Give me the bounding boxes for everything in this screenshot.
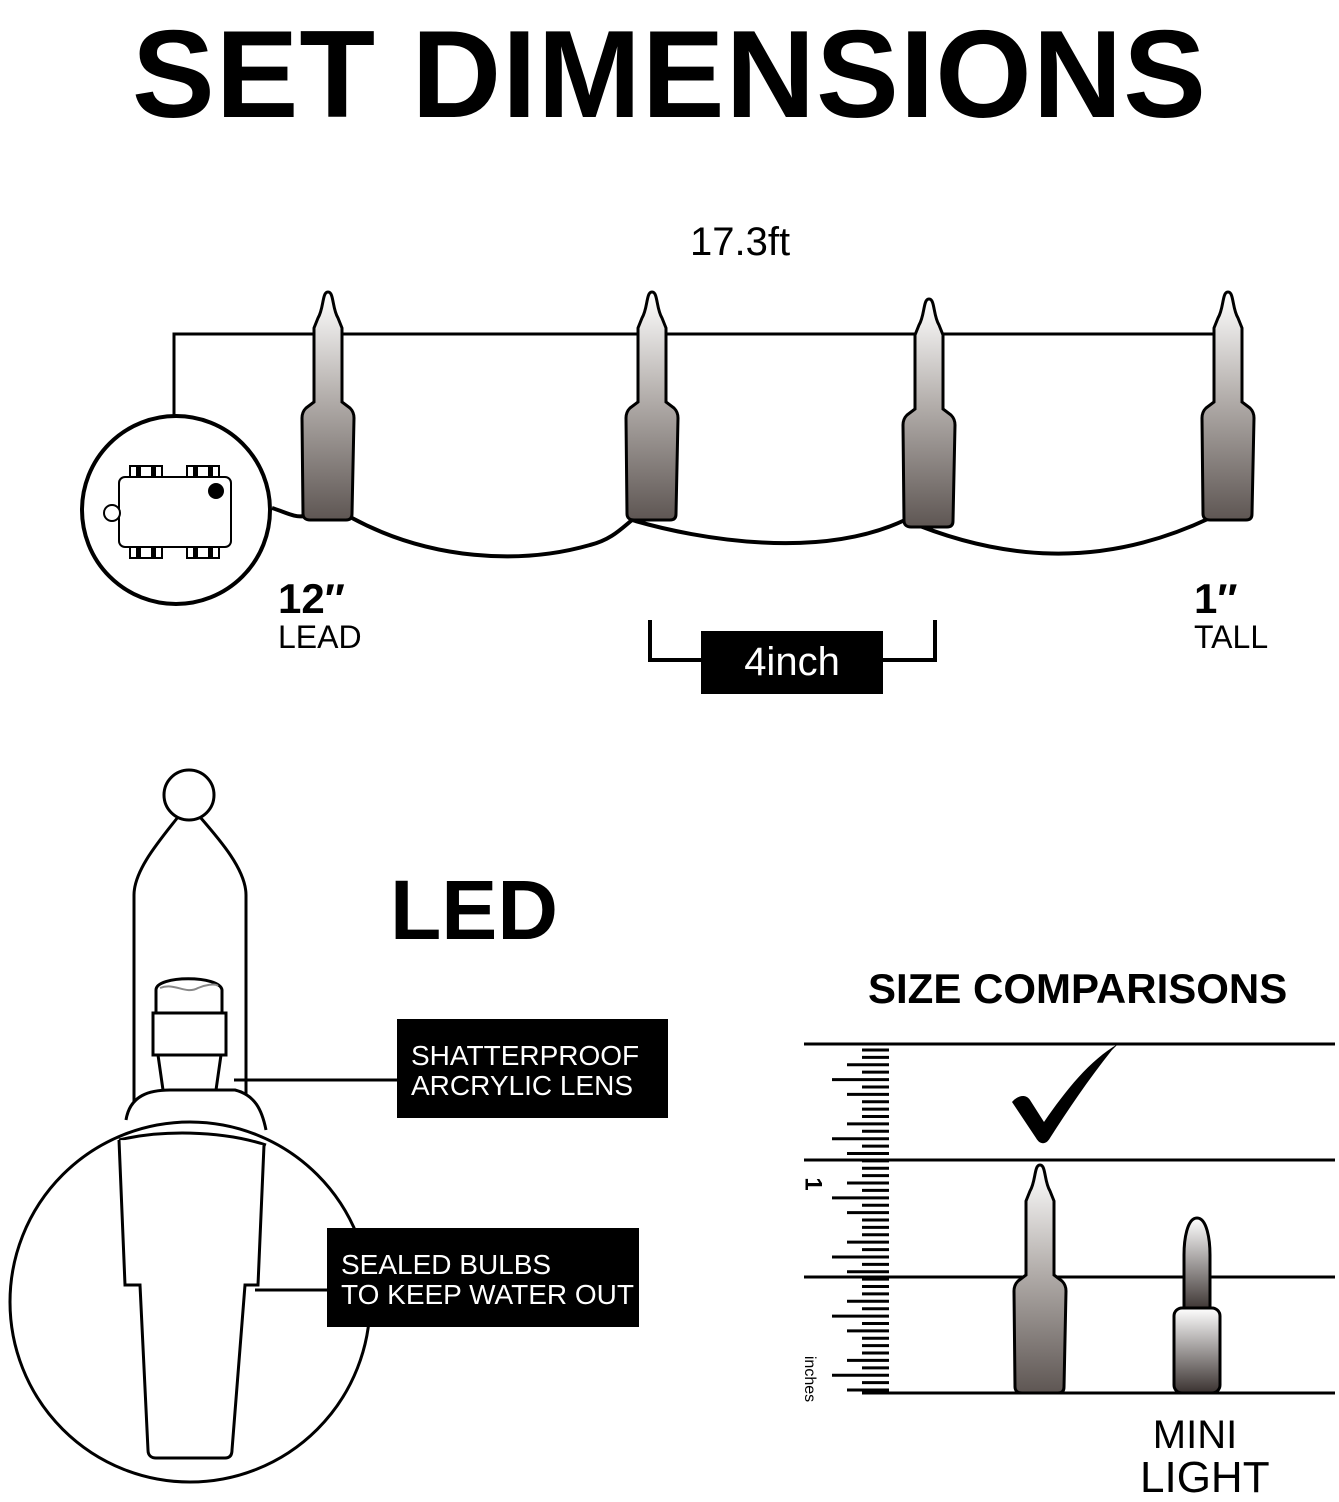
ruler-panel [804, 1042, 1335, 1395]
mini-label-line1: MINI [1152, 1413, 1238, 1457]
lead-label: LEAD [278, 619, 362, 655]
ruler-one-inch-mark: 1 [799, 1177, 827, 1191]
lens-callout-line2: ARCRYLIC LENS [411, 1070, 634, 1101]
lead-value: 12″ [278, 575, 345, 622]
lead-dimension: 12″ LEAD [278, 575, 362, 655]
battery-box-icon [80, 414, 272, 606]
mini-label-line2: LIGHT [1140, 1453, 1270, 1502]
mini-light-icon [1172, 1216, 1222, 1395]
checkmark-icon [1012, 1044, 1118, 1144]
sealed-callout-line2: TO KEEP WATER OUT [341, 1279, 635, 1310]
sealed-callout-line1: SEALED BULBS [341, 1249, 552, 1280]
lens-callout-line1: SHATTERPROOF [411, 1040, 640, 1071]
page-title: SET DIMENSIONS [131, 6, 1208, 144]
total-length-label: 17.3ft [690, 220, 791, 264]
mini-light-label: MINI LIGHT [1140, 1413, 1270, 1502]
height-dimension: 1″ TALL [1194, 575, 1269, 655]
led-title: LED [390, 863, 558, 957]
ruler-unit-label: inches [801, 1355, 819, 1403]
ruler-ticks [832, 1048, 889, 1392]
led-bulb-detail-icon [8, 768, 398, 1484]
size-comparison-title: SIZE COMPARISONS [868, 965, 1288, 1012]
height-value: 1″ [1194, 575, 1238, 622]
lens-callout: SHATTERPROOF ARCRYLIC LENS [397, 1019, 668, 1118]
height-label: TALL [1194, 619, 1269, 655]
spacing-label: 4inch [701, 631, 883, 694]
sealed-callout: SEALED BULBS TO KEEP WATER OUT [327, 1228, 639, 1327]
